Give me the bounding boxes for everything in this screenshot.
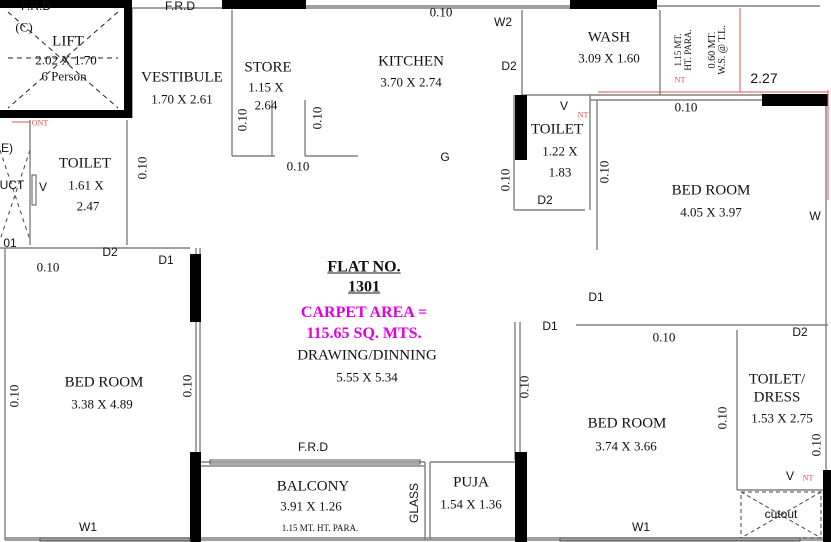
store-dims-1: 1.15 X — [248, 79, 284, 95]
puja-dims: 1.54 X 1.36 — [440, 496, 502, 512]
cutout-label: cutout — [764, 507, 798, 521]
bed-left-name: BED ROOM — [64, 374, 144, 391]
e-mark-label: E) — [1, 141, 13, 155]
toilet-dress-dims: 1.53 X 2.75 — [751, 410, 813, 426]
w1-right-label: W1 — [632, 520, 650, 534]
bed-mid-dims: 3.74 X 3.66 — [595, 438, 657, 454]
wall-thickness-toilet-mid-l: 0.10 — [497, 168, 513, 192]
carpet-area-2: 115.65 SQ. MTS. — [306, 325, 422, 342]
wall-thickness-dress-right: 0.10 — [808, 433, 824, 457]
kitchen-dims: 3.70 X 2.74 — [380, 74, 442, 90]
wall-thickness-bed-mid-left: 0.10 — [516, 375, 532, 399]
d2-kitchen-label: D2 — [501, 59, 517, 73]
wall-thickness-bed-mid-top: 0.10 — [652, 329, 676, 345]
toilet-dress-name-2: DRESS — [753, 389, 801, 406]
partition-lines — [0, 5, 828, 541]
g-label: G — [440, 150, 450, 164]
toilet-dress-name-1: TOILET/ — [748, 371, 806, 388]
kitchen-name: KITCHEN — [378, 53, 444, 70]
zero-one-label: 01 — [3, 236, 17, 250]
d2-toilet-mid-label: D2 — [537, 193, 553, 207]
toilet-left-name: TOILET — [58, 155, 112, 172]
wall-thickness-bed-right-top: 0.10 — [674, 99, 698, 115]
store-dims-2: 2.64 — [254, 97, 278, 113]
nt-label-2: NT — [674, 75, 686, 85]
ht-para-label: 1.15 MT. HT. PARA. — [673, 29, 693, 71]
vestibule-dims: 1.70 X 2.61 — [151, 91, 213, 107]
balcony-name: BALCONY — [276, 478, 350, 495]
flat-title-1: FLAT NO. — [327, 258, 401, 276]
frd-top-left-label: F.R.D — [21, 0, 51, 13]
toilet-mid-name: TOILET — [530, 121, 584, 138]
ws-tl-label: 0.60 MT. W.S. @ T.L. — [707, 25, 728, 75]
bed-mid-name: BED ROOM — [587, 415, 667, 432]
lift-note: 6 Person — [41, 68, 87, 84]
w1-left-label: W1 — [79, 520, 97, 534]
duct-label: UCT — [0, 178, 25, 192]
w2-label: W2 — [494, 15, 512, 29]
bed-right-dims: 4.05 X 3.97 — [680, 204, 742, 220]
puja-name: PUJA — [453, 474, 489, 491]
wall-thickness-kitchen-left: 0.10 — [234, 108, 250, 132]
drawing-dims: 5.55 X 5.34 — [336, 369, 398, 385]
lift-code: (C) — [15, 19, 33, 35]
lift-dims: 2.02 X 1.70 — [35, 52, 97, 68]
balcony-dims: 3.91 X 1.26 — [280, 498, 342, 514]
red-lines — [12, 8, 829, 200]
frd-top-label: F.R.D — [165, 0, 195, 13]
store-name: STORE — [244, 59, 292, 76]
v-mid-label: V — [559, 99, 569, 113]
window-marks — [31, 174, 801, 542]
ont-label: ONT — [31, 118, 49, 128]
lift-dashes — [7, 11, 119, 109]
toilet-mid-dims-2: 1.83 — [548, 164, 572, 180]
wall-thickness-toilet-mid-r: 0.10 — [596, 160, 612, 184]
frd-balcony-label: F.R.D — [298, 440, 328, 454]
v-left-label: V — [38, 180, 48, 194]
d1-left-label: D1 — [158, 253, 174, 267]
lift-name: LIFT — [52, 33, 84, 50]
glass-label: GLASS — [407, 482, 421, 524]
cutout-dashes — [740, 491, 822, 539]
flat-title-2: 1301 — [348, 278, 380, 296]
wall-thickness-left-bed: 0.10 — [6, 384, 22, 408]
vestibule-name: VESTIBULE — [141, 69, 223, 86]
wash-name: WASH — [587, 29, 631, 46]
wall-thickness-toilet-bottom: 0.10 — [36, 259, 60, 275]
wall-thickness-toilet-left: 0.10 — [134, 156, 150, 180]
wall-thickness-dress-left: 0.10 — [714, 406, 730, 430]
w-right-label: W — [809, 209, 821, 223]
d2-right-label: D2 — [792, 325, 808, 339]
d1-right-label: D1 — [588, 290, 604, 304]
dim-227-label: 2.27 — [750, 70, 778, 86]
bed-right-name: BED ROOM — [671, 182, 751, 199]
toilet-mid-dims-1: 1.22 X — [542, 143, 578, 159]
wash-dims: 3.09 X 1.60 — [578, 50, 640, 66]
wall-thickness-top: 0.10 — [429, 4, 453, 20]
bed-left-dims: 3.38 X 4.89 — [71, 396, 133, 412]
d1-mid-label: D1 — [542, 319, 558, 333]
toilet-left-dims-1: 1.61 X — [68, 177, 104, 193]
duct-dashes — [0, 149, 31, 241]
d2-toilet-left-label: D2 — [102, 245, 118, 259]
drawing-name: DRAWING/DINNING — [297, 347, 437, 364]
wall-thickness-drawing-left: 0.10 — [179, 374, 195, 398]
nt-label-3: NT — [802, 473, 814, 483]
carpet-area-1: CARPET AREA = — [300, 304, 428, 321]
v-right-label: V — [785, 469, 795, 483]
wall-thickness-store: 0.10 — [286, 158, 310, 174]
wall-thickness-store-v: 0.10 — [309, 106, 325, 130]
balcony-para-note: 1.15 MT. HT. PARA. — [281, 523, 359, 533]
toilet-left-dims-2: 2.47 — [76, 198, 100, 214]
nt-label-1: NT — [577, 110, 589, 120]
